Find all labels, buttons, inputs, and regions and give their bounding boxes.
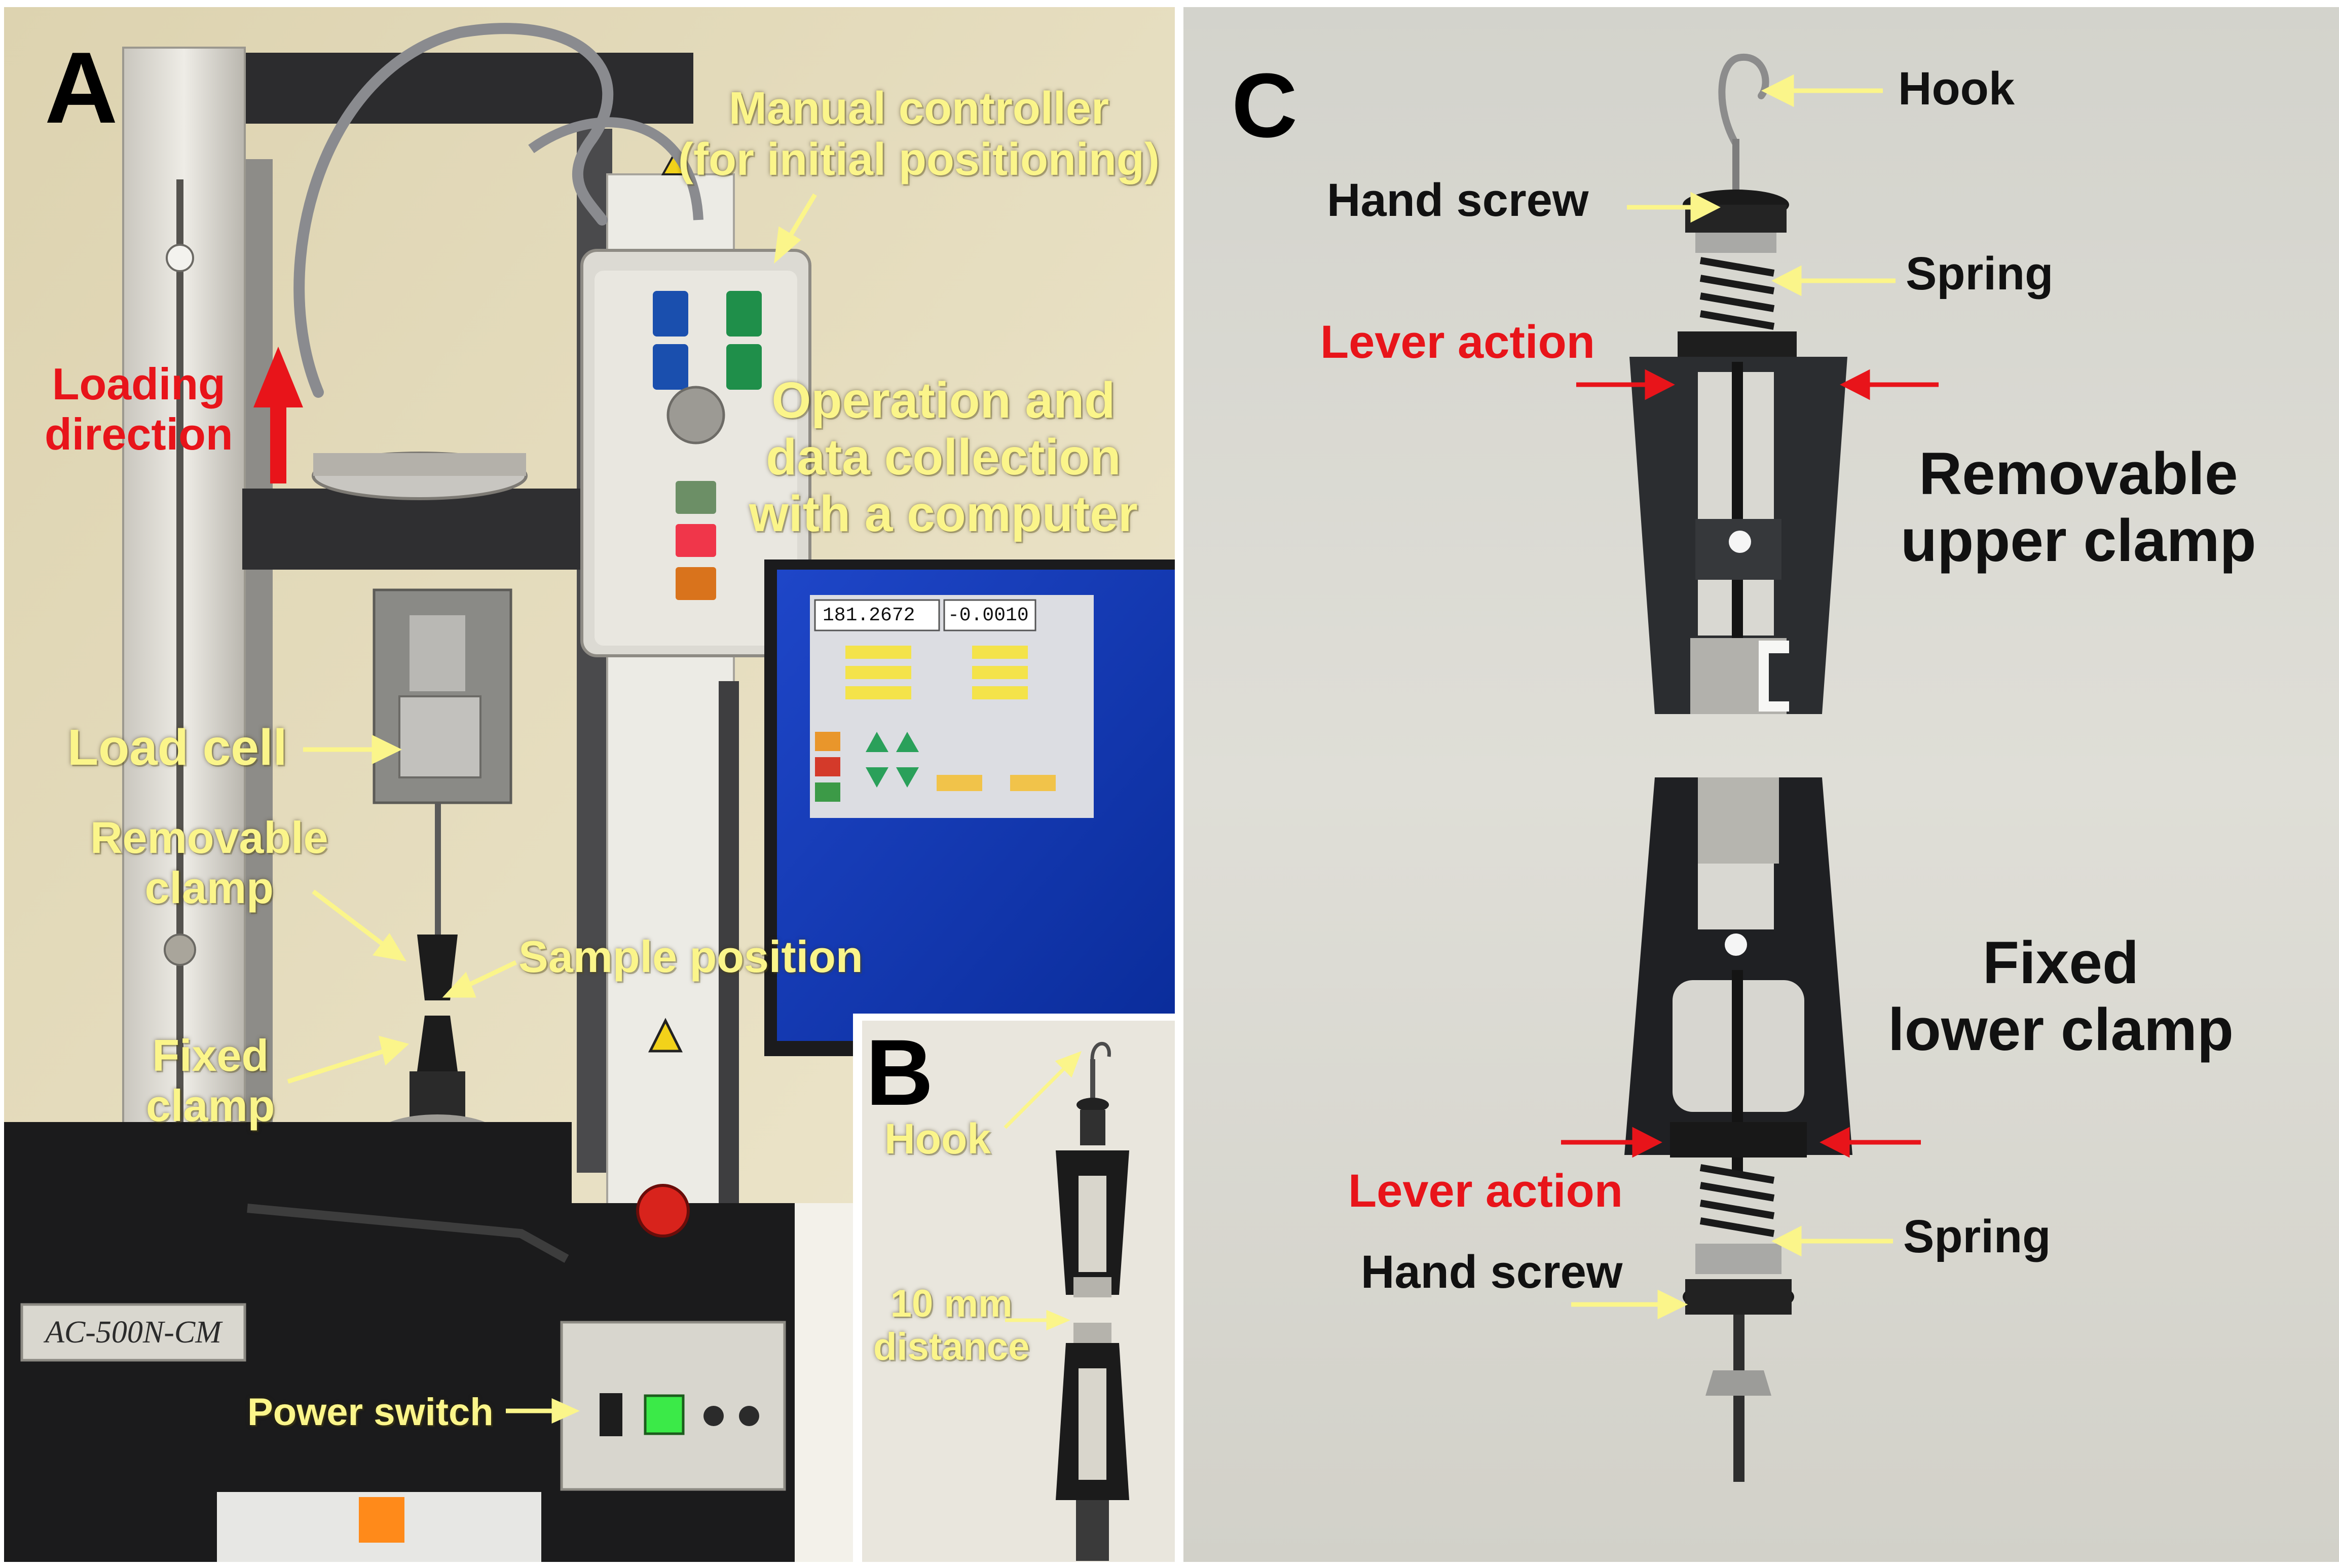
loading-direction-arrow-head	[253, 347, 303, 407]
removable-clamp-label: Removable clamp	[90, 812, 328, 913]
panel-letter-a: A	[45, 31, 118, 144]
hand-screw-bottom-label: Hand screw	[1361, 1246, 1623, 1298]
fixed-clamp-label: Fixed clamp	[146, 1030, 275, 1131]
hook-label-c: Hook	[1898, 63, 2015, 115]
distance-line-1: 10 mm	[890, 1282, 1013, 1325]
spring-top-label: Spring	[1906, 248, 2054, 300]
hand-screw-top-label: Hand screw	[1327, 174, 1589, 226]
monitor-reading-left: 181.2672	[823, 605, 915, 626]
monitor-reading-right: -0.0010	[948, 605, 1029, 626]
sample-position-label: Sample position	[518, 931, 863, 982]
manual-controller-label: Manual controller (for initial positioni…	[678, 83, 1160, 185]
operation-data-collection-label: Operation and data collection with a com…	[749, 372, 1138, 542]
distance-line-2: distance	[873, 1325, 1030, 1369]
panel-b: B Hook 10 mm distance	[853, 1014, 1175, 1562]
lever-action-bottom-label: Lever action	[1348, 1165, 1623, 1217]
manual-controller-line-1: Manual controller	[728, 83, 1109, 134]
operation-line-2: data collection	[766, 429, 1121, 486]
panel-c: C Hook Hand screw Spring Lever action Re…	[1183, 7, 2339, 1562]
emergency-stop-button	[636, 1184, 690, 1238]
loading-direction-line-1: Loading	[52, 359, 226, 409]
fixed-lower-clamp-line-1: Fixed	[1982, 929, 2139, 996]
fixed-clamp-line-2: clamp	[146, 1080, 275, 1131]
safety-switch-upper-knob	[166, 244, 194, 272]
manual-controller-line-2: (for initial positioning)	[678, 134, 1160, 185]
fixed-lower-clamp-label: Fixed lower clamp	[1888, 929, 2234, 1063]
fixed-clamp-line-1: Fixed	[152, 1030, 269, 1080]
power-switch-label: Power switch	[247, 1391, 494, 1434]
distance-label: 10 mm distance	[873, 1282, 1029, 1368]
model-plate-text: AC-500N-CM	[43, 1315, 223, 1350]
panel-c-photo	[1183, 7, 2339, 1562]
spring-bottom-label: Spring	[1903, 1211, 2051, 1262]
removable-upper-clamp-label: Removable upper clamp	[1901, 440, 2256, 574]
removable-clamp-line-1: Removable	[90, 812, 328, 863]
removable-upper-clamp-line-1: Removable	[1919, 440, 2238, 507]
loading-direction-arrow-shaft	[270, 397, 286, 483]
load-cell-label: Load cell	[67, 719, 287, 776]
fixed-lower-clamp-line-2: lower clamp	[1888, 996, 2234, 1064]
panel-letter-b: B	[866, 1021, 934, 1125]
operation-line-3: with a computer	[749, 486, 1138, 542]
lever-action-top-label: Lever action	[1320, 316, 1595, 368]
loading-direction-label: Loading direction	[45, 359, 233, 459]
loading-direction-line-2: direction	[45, 408, 233, 459]
removable-clamp-line-2: clamp	[144, 862, 274, 913]
operation-line-1: Operation and	[771, 372, 1116, 429]
panel-letter-c: C	[1232, 55, 1297, 157]
removable-upper-clamp-line-2: upper clamp	[1901, 507, 2256, 575]
hook-label-b: Hook	[884, 1115, 991, 1163]
